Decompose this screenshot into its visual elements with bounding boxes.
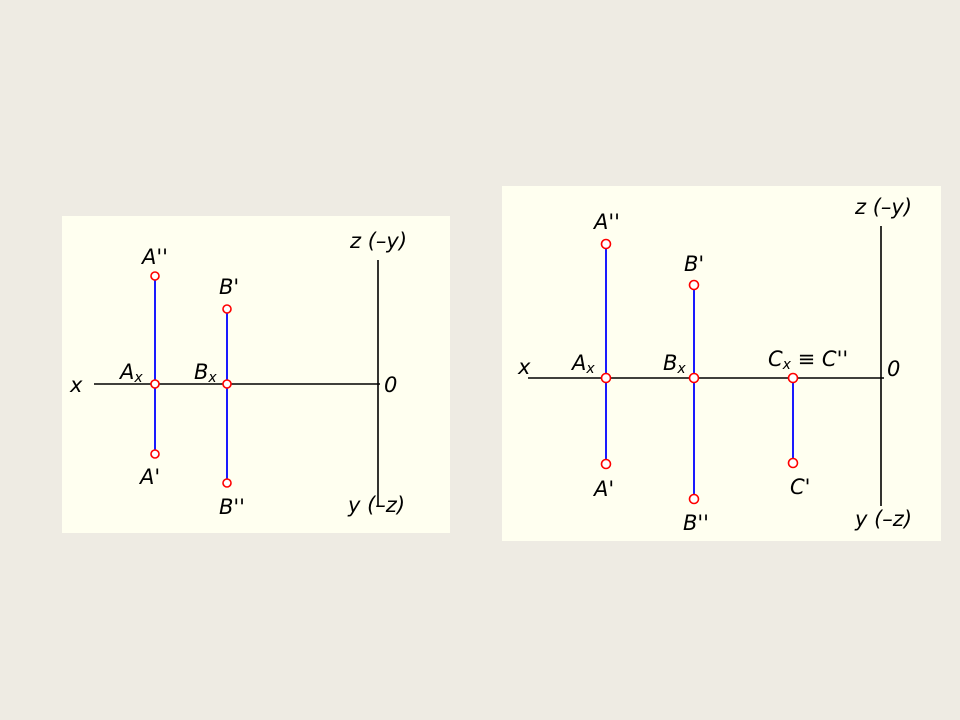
- origin-label: 0: [887, 357, 900, 381]
- point-b-bottom-marker: [688, 493, 700, 505]
- point-a-bottom-marker: [600, 458, 612, 470]
- point-b-base-subscript: x: [676, 361, 686, 377]
- x-axis-label: x: [517, 355, 531, 379]
- origin-label: 0: [384, 373, 397, 397]
- point-a-bottom-marker: [150, 449, 160, 459]
- point-b-bottom-label: B'': [219, 495, 245, 519]
- point-a-top-marker: [150, 271, 160, 281]
- point-a-base-marker: [600, 372, 612, 384]
- point-c-base-letter: C: [768, 347, 783, 371]
- point-a-base-subscript: x: [585, 361, 595, 377]
- point-b-base-marker: [688, 372, 700, 384]
- point-b-base-subscript: x: [207, 370, 217, 386]
- point-a-base-label: Ax: [118, 360, 143, 386]
- point-b-base-letter: B: [194, 360, 208, 384]
- point-a-base-marker: [150, 379, 160, 389]
- point-a-base-label: Ax: [570, 351, 595, 377]
- bottom-axis-label: y (–z): [347, 493, 405, 517]
- point-c-base-suffix: ≡ C'': [791, 347, 848, 371]
- point-a-base-letter: A: [570, 351, 586, 375]
- top-axis-label: z (–y): [854, 195, 912, 219]
- point-b-top-label: B': [684, 252, 704, 276]
- point-b-bottom-marker: [222, 478, 232, 488]
- point-b-base-label: Bx: [194, 360, 217, 386]
- right-panel-background: [502, 186, 941, 541]
- point-b-top-marker: [222, 304, 232, 314]
- left-epure-panel: x 0 z (–y) y (–z) A'' Ax A' B' Bx B'': [62, 216, 450, 533]
- point-a-top-marker: [600, 238, 612, 250]
- point-c-bottom-label: C': [790, 475, 810, 499]
- point-a-base-subscript: x: [133, 370, 143, 386]
- bottom-axis-label: y (–z): [854, 507, 912, 531]
- point-a-bottom-label: A': [138, 465, 160, 489]
- point-b-base-marker: [222, 379, 232, 389]
- point-b-bottom-label: B'': [683, 511, 709, 535]
- point-b-base-label: Bx: [663, 351, 686, 377]
- point-a-top-label: A'': [592, 210, 620, 234]
- right-epure-drawing: x 0 z (–y) y (–z) A'' Ax A' B' Bx B'' Cx…: [502, 186, 941, 541]
- point-b-base-letter: B: [663, 351, 677, 375]
- point-a-top-label: A'': [140, 245, 168, 269]
- point-c-base-label: Cx ≡ C'': [768, 347, 848, 373]
- right-epure-panel: x 0 z (–y) y (–z) A'' Ax A' B' Bx B'' Cx…: [502, 186, 941, 541]
- left-panel-background: [62, 216, 450, 533]
- point-a-bottom-label: A': [592, 477, 614, 501]
- point-b-top-label: B': [219, 275, 239, 299]
- point-a-base-letter: A: [118, 360, 134, 384]
- point-c-bottom-marker: [787, 457, 799, 469]
- top-axis-label: z (–y): [349, 229, 407, 253]
- x-axis-label: x: [69, 373, 83, 397]
- point-c-base-marker: [787, 372, 799, 384]
- point-c-base-subscript: x: [782, 357, 792, 373]
- left-epure-drawing: x 0 z (–y) y (–z) A'' Ax A' B' Bx B'': [62, 216, 450, 533]
- point-b-top-marker: [688, 279, 700, 291]
